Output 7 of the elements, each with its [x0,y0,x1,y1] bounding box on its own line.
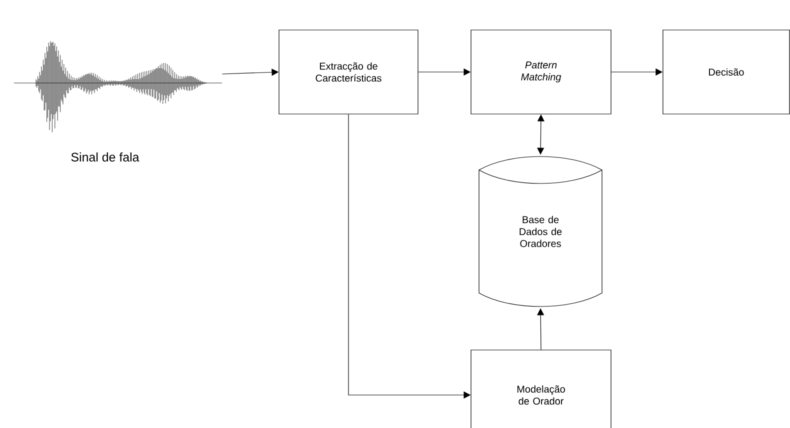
process-box: Extracção de Características [278,30,418,114]
process-box: Pattern Matching [470,30,612,114]
waveform-drawing [14,41,222,132]
process-box: Modelação de Orador [470,350,612,428]
node-label: Sinal de fala [71,152,140,162]
process-box: Decisão [662,30,790,114]
database-cylinder: Base de Dados de Oradores [478,156,602,307]
